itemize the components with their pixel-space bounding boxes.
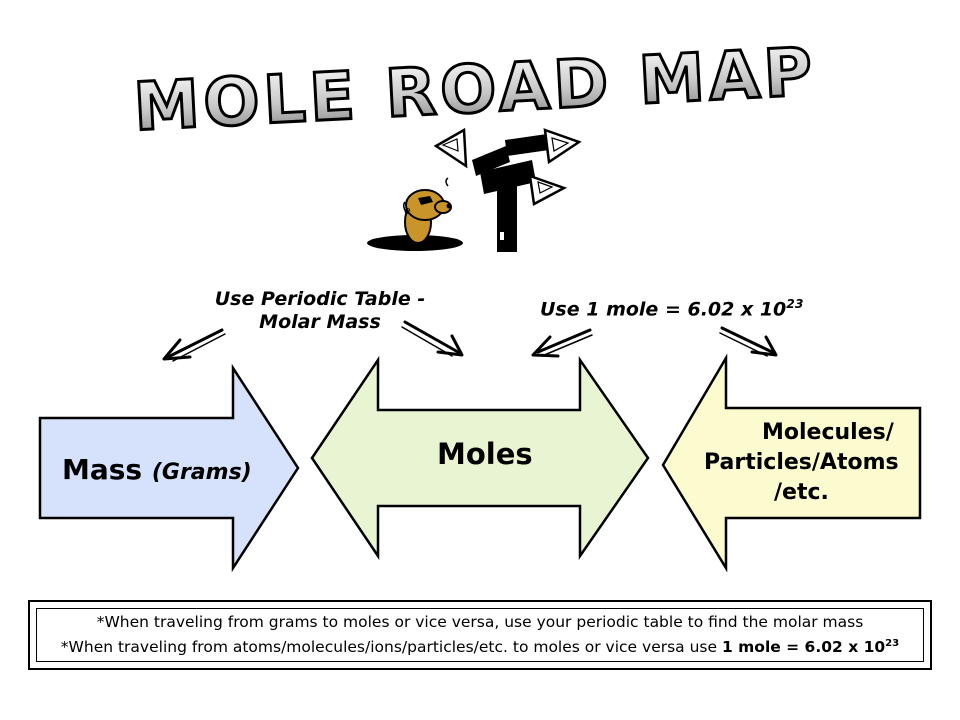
- note-line2-exponent: 23: [885, 637, 900, 649]
- mass-label-unit: (Grams): [151, 460, 252, 485]
- particles-label-line1: Molecules/: [762, 420, 894, 445]
- note-line2-text: *When traveling from atoms/molecules/ion…: [60, 638, 722, 657]
- mole-diagram: e: [38, 127, 922, 573]
- caption-left-line2: Molar Mass: [259, 311, 381, 333]
- mass-label-main: Mass: [62, 453, 143, 486]
- title-graphic: MOLE ROAD MAP: [130, 32, 819, 140]
- svg-text:e: e: [404, 204, 411, 217]
- note-grams-moles: *When traveling from grams to moles or v…: [96, 612, 864, 631]
- arrow-to-mass-icon: [162, 328, 226, 362]
- caption-right-exponent: 23: [786, 297, 804, 311]
- arrow-to-moles-left-icon: [401, 320, 464, 357]
- notes-inner: *When traveling from grams to moles or v…: [36, 608, 924, 662]
- note-line2-bold: 1 mole = 6.02 x 10: [721, 638, 886, 657]
- notes-box: *When traveling from grams to moles or v…: [28, 600, 932, 670]
- periodic-table-caption: Use Periodic Table - Molar Mass: [200, 288, 440, 334]
- particles-label: Molecules/ Particles/Atoms /etc.: [696, 418, 916, 508]
- caption-left-line1: Use Periodic Table -: [214, 288, 426, 310]
- signpost-cartoon-icon: e: [367, 127, 582, 252]
- moles-arrow-shape: [310, 355, 650, 561]
- particles-label-line2: Particles/Atoms: [704, 450, 899, 475]
- mass-arrow-shape: [38, 363, 300, 573]
- mass-label: Mass (Grams): [62, 453, 252, 486]
- moles-label: Moles: [437, 437, 533, 471]
- arrow-to-particles-icon: [719, 326, 778, 357]
- particles-arrow-shape: [661, 353, 922, 573]
- note-atoms-moles: *When traveling from atoms/molecules/ion…: [61, 633, 899, 658]
- caption-right-base: Use 1 mole = 6.02 x 10: [540, 298, 787, 321]
- avogadro-caption: Use 1 mole = 6.02 x 1023: [540, 293, 803, 321]
- particles-label-line3: /etc.: [774, 480, 829, 505]
- arrow-to-moles-right-icon: [531, 328, 593, 358]
